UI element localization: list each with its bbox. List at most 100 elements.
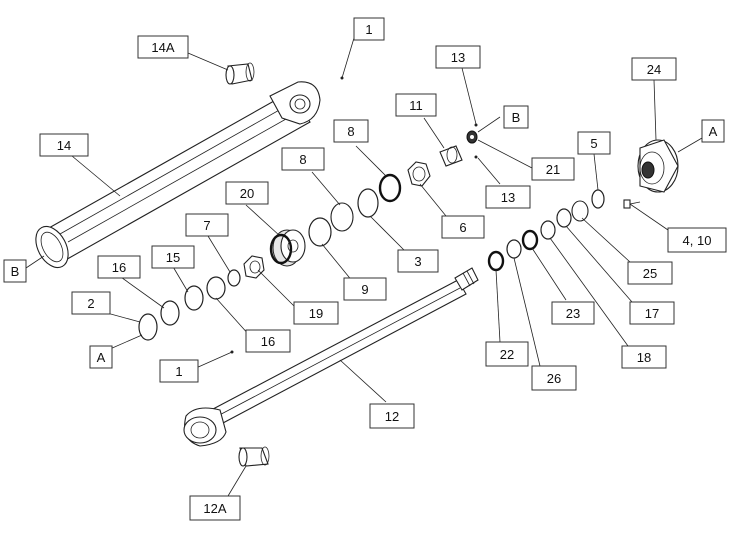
- callout-16-left: 16: [97, 255, 141, 279]
- svg-text:16: 16: [112, 260, 126, 275]
- callout-8-lower: 8: [281, 147, 325, 171]
- svg-text:1: 1: [365, 22, 372, 37]
- callout-15: 15: [151, 245, 195, 269]
- svg-text:A: A: [709, 124, 718, 139]
- svg-text:12: 12: [385, 409, 399, 424]
- bolt-part: [623, 199, 641, 209]
- svg-text:8: 8: [299, 152, 306, 167]
- callout-26: 26: [531, 365, 577, 391]
- svg-text:12A: 12A: [203, 501, 226, 516]
- svg-text:8: 8: [347, 124, 354, 139]
- callout-23: 23: [551, 301, 595, 325]
- callout-a-left: A: [89, 345, 113, 369]
- svg-text:15: 15: [166, 250, 180, 265]
- svg-text:1: 1: [175, 364, 182, 379]
- cylinder-barrel-part: [35, 81, 321, 269]
- callout-b-right: B: [503, 105, 529, 129]
- ring-25: [571, 200, 589, 222]
- callout-13-bottom: 13: [485, 185, 531, 209]
- callout-12: 12: [369, 403, 415, 429]
- ring-8-upper: [378, 173, 402, 203]
- bushing-14a-part: [225, 62, 255, 85]
- callout-2: 2: [71, 291, 111, 315]
- spacer-11-part: [439, 145, 463, 167]
- svg-text:3: 3: [414, 254, 421, 269]
- callout-9: 9: [343, 277, 387, 301]
- piston-rod-part: [183, 267, 479, 447]
- callout-13-top: 13: [435, 45, 481, 69]
- ring-5: [591, 189, 605, 209]
- svg-text:17: 17: [645, 306, 659, 321]
- nut-6-part: [407, 161, 431, 187]
- fitting-21-part: [466, 123, 478, 159]
- ring-3: [357, 188, 379, 218]
- svg-text:11: 11: [409, 98, 423, 113]
- callout-8-upper: 8: [333, 119, 369, 143]
- callout-20: 20: [225, 181, 269, 205]
- svg-text:14A: 14A: [151, 40, 174, 55]
- callout-17: 17: [629, 301, 675, 325]
- callout-12a: 12A: [189, 495, 241, 521]
- callout-25: 25: [627, 261, 673, 285]
- ring-22: [487, 250, 505, 272]
- callout-24: 24: [631, 57, 677, 81]
- callout-b-left: B: [3, 259, 27, 283]
- ring-23: [521, 229, 539, 251]
- ring-8-lower: [330, 202, 354, 232]
- svg-text:21: 21: [546, 162, 560, 177]
- ring-16b: [206, 276, 226, 300]
- callout-22: 22: [485, 341, 529, 367]
- callout-14a: 14A: [137, 35, 189, 59]
- svg-text:18: 18: [637, 350, 651, 365]
- svg-text:7: 7: [203, 218, 210, 233]
- ring-26: [506, 239, 522, 259]
- piston-part: [269, 229, 306, 267]
- ring-17: [556, 208, 572, 228]
- callout-19: 19: [293, 301, 339, 325]
- svg-text:25: 25: [643, 266, 657, 281]
- ring-18: [540, 220, 556, 240]
- callout-14: 14: [39, 133, 89, 157]
- bushing-12a-part: [238, 446, 270, 467]
- ring-2: [138, 313, 158, 341]
- svg-text:B: B: [512, 110, 521, 125]
- ring-7: [227, 269, 241, 287]
- callout-5: 5: [577, 131, 611, 155]
- svg-text:26: 26: [547, 371, 561, 386]
- leader-lines: [25, 37, 703, 497]
- ring-15: [184, 285, 204, 311]
- svg-text:6: 6: [459, 220, 466, 235]
- callout-1-top: 1: [353, 17, 385, 41]
- callout-4-10: 4, 10: [667, 227, 727, 253]
- callout-3: 3: [397, 249, 439, 273]
- ring-16a: [160, 300, 180, 326]
- callout-a-right: A: [701, 119, 725, 143]
- svg-text:B: B: [11, 264, 20, 279]
- svg-text:19: 19: [309, 306, 323, 321]
- svg-text:22: 22: [500, 347, 514, 362]
- callout-11: 11: [395, 93, 437, 117]
- cylinder-head-part: [637, 139, 679, 193]
- ring-9: [308, 217, 332, 247]
- seal-rings-group: [138, 173, 605, 341]
- svg-text:4, 10: 4, 10: [683, 233, 712, 248]
- callout-7: 7: [185, 213, 229, 237]
- svg-text:20: 20: [240, 186, 254, 201]
- svg-text:16: 16: [261, 334, 275, 349]
- svg-text:13: 13: [451, 50, 465, 65]
- svg-text:2: 2: [87, 296, 94, 311]
- callout-16-right: 16: [245, 329, 291, 353]
- svg-text:A: A: [97, 350, 106, 365]
- svg-text:13: 13: [501, 190, 515, 205]
- callout-6: 6: [441, 215, 485, 239]
- svg-text:23: 23: [566, 306, 580, 321]
- svg-text:14: 14: [57, 138, 71, 153]
- svg-text:9: 9: [361, 282, 368, 297]
- svg-text:5: 5: [590, 136, 597, 151]
- nut-19-part: [243, 255, 265, 279]
- callout-18: 18: [621, 345, 667, 369]
- svg-text:24: 24: [647, 62, 661, 77]
- callout-1-bottom: 1: [159, 359, 199, 383]
- callout-21: 21: [531, 157, 575, 181]
